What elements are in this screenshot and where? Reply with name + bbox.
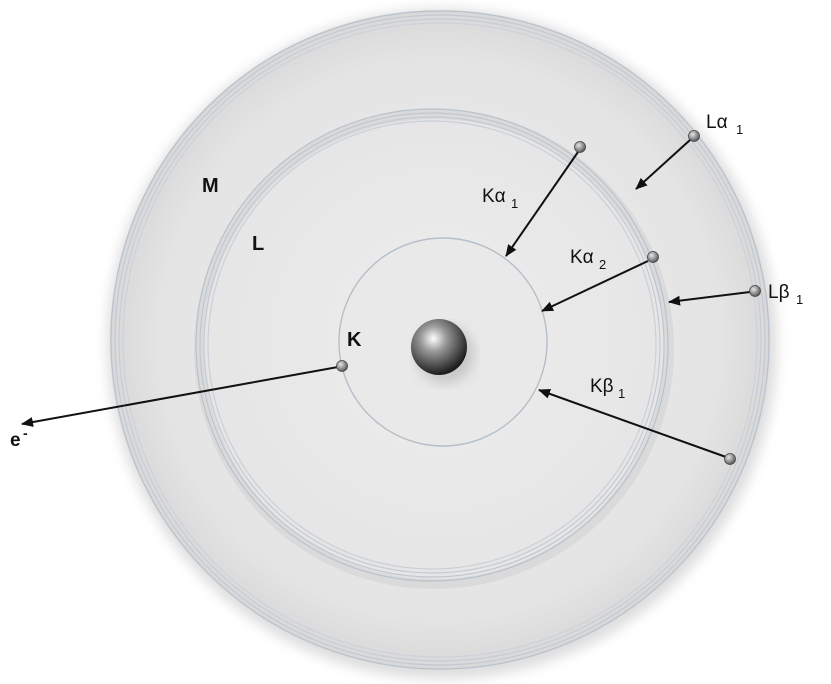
svg-text:Kβ: Kβ xyxy=(590,376,614,397)
label-kb1: Kβ 1 xyxy=(590,376,625,401)
label-ka2: Kα 2 xyxy=(570,247,606,272)
svg-text:Lα: Lα xyxy=(706,112,728,133)
shell-m-label: M xyxy=(202,175,219,197)
svg-text:1: 1 xyxy=(796,292,803,307)
label-ka1: Kα 1 xyxy=(482,186,518,211)
shell-l xyxy=(194,108,674,589)
electron-lb1-source xyxy=(749,285,761,297)
electron-kb1-source xyxy=(724,453,736,465)
electron-ka1-source xyxy=(574,141,586,153)
nucleus xyxy=(411,319,467,375)
label-lb1: Lβ 1 xyxy=(768,282,803,307)
arrow-ka1 xyxy=(505,151,579,257)
svg-text:1: 1 xyxy=(618,386,625,401)
shell-k-label: K xyxy=(347,329,362,351)
svg-text:Kα: Kα xyxy=(570,247,594,268)
svg-text:2: 2 xyxy=(599,257,606,272)
svg-text:e: e xyxy=(10,430,21,451)
arrow-lb1 xyxy=(668,291,751,306)
svg-text:1: 1 xyxy=(511,196,518,211)
shell-l-label: L xyxy=(252,233,264,255)
svg-text:Lβ: Lβ xyxy=(768,282,790,303)
label-ejected-electron: e - xyxy=(10,425,28,451)
svg-text:-: - xyxy=(23,425,28,441)
arrow-la1 xyxy=(635,139,691,190)
electron-k-shell xyxy=(336,360,348,372)
electron-la1-source xyxy=(688,130,700,142)
electron-ka2-source xyxy=(647,251,659,263)
arrow-kb1 xyxy=(538,389,727,458)
svg-text:Kα: Kα xyxy=(482,186,506,207)
label-la1: Lα 1 xyxy=(706,112,743,137)
arrow-ejected-electron xyxy=(21,366,339,427)
arrow-ka2 xyxy=(541,260,649,312)
svg-text:1: 1 xyxy=(736,122,743,137)
